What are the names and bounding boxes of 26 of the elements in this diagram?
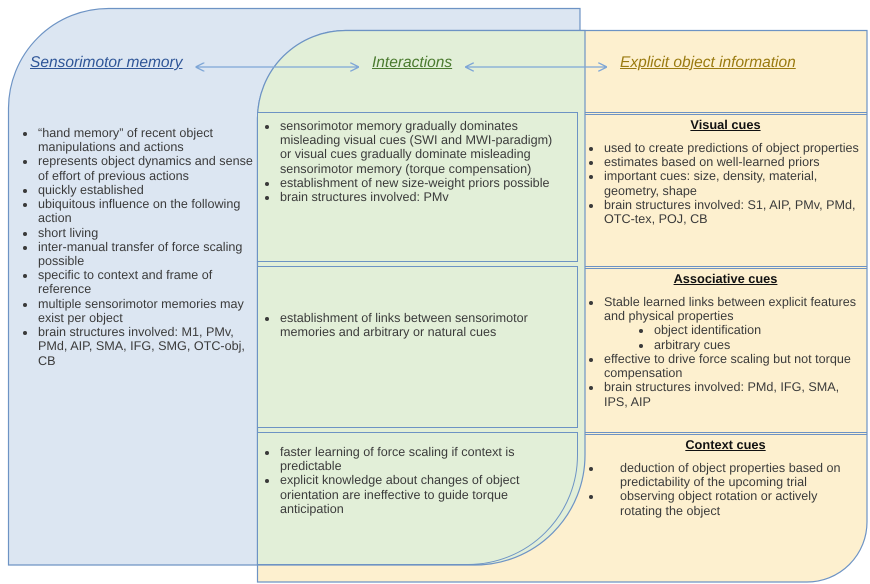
bullet-text: brain structures involved: M1, PMv, PMd, AIP, SMA, IFG, SMG, OTC-obj, CB — [38, 325, 246, 368]
bullet-text: establishment of new size-weight priors possible — [280, 176, 550, 190]
bullet-text: brain structures involved: S1, AIP, PMv, PMd, OTC-tex, POJ, CB — [604, 198, 857, 226]
bullet-text: object identification — [654, 323, 762, 338]
text-panel — [257, 266, 578, 428]
bullet-text: brain structures involved: PMd, IFG, SMA, IPS, AIP — [604, 380, 840, 409]
bullet-text: estimates based on well-learned priors — [604, 155, 821, 170]
section-title: Sensorimotor memory — [30, 54, 182, 72]
bullet-text: establishment of links between sensorimotor memories and arbitrary or natural cues — [280, 311, 529, 340]
bullet-text: explicit knowledge about changes of object orientation are ineffective to guide torque anticipation — [280, 473, 520, 516]
section-heading: Context cues — [684, 437, 767, 452]
bullet-text: quickly established — [38, 182, 144, 198]
double-arrow — [194, 62, 360, 72]
section-heading: Visual cues — [689, 117, 762, 132]
bullet-text: sensorimotor memory gradually dominates misleading visual cues (SWI and MWI-paradigm) or visual cues gradually dominate misleading sensorimotor memory (torque compensation) — [280, 119, 554, 176]
bullet-text: brain structures involved: PMv — [280, 190, 450, 204]
section-title: Interactions — [372, 54, 452, 72]
text-panel — [257, 112, 578, 262]
bullet-text: short living — [38, 226, 100, 240]
double-arrow — [464, 62, 608, 72]
section-title: Explicit object information — [620, 54, 796, 72]
bullet-text: arbitrary cues — [654, 338, 732, 352]
text-panel — [257, 432, 578, 565]
section-heading: Associative cues — [672, 271, 778, 286]
bullet-text: observing object rotation or actively rotating the object — [620, 489, 818, 518]
bullet-text: used to create predictions of object properties — [604, 141, 860, 156]
